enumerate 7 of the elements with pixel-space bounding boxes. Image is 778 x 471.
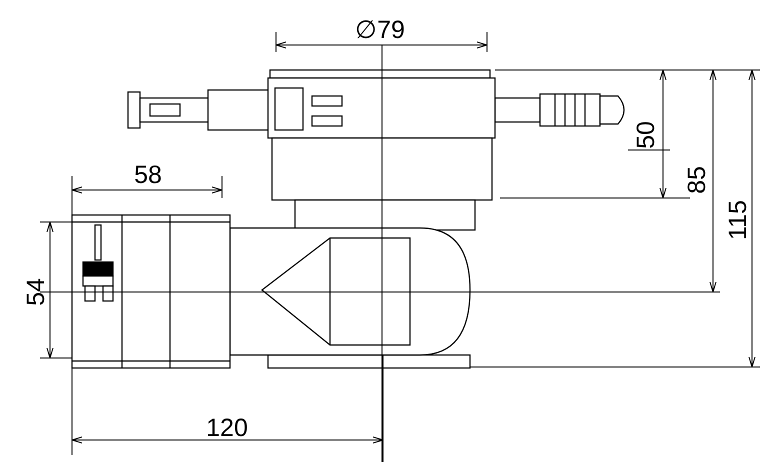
dimension-label: 120 (206, 414, 248, 442)
dimension-label: 58 (134, 161, 162, 189)
dimension-label: 54 (22, 278, 50, 306)
dimension-label: 115 (724, 200, 752, 240)
dimension-label: 50 (632, 121, 660, 149)
dimension-label: 85 (683, 166, 711, 194)
dimension-label: ∅79 (355, 16, 405, 44)
